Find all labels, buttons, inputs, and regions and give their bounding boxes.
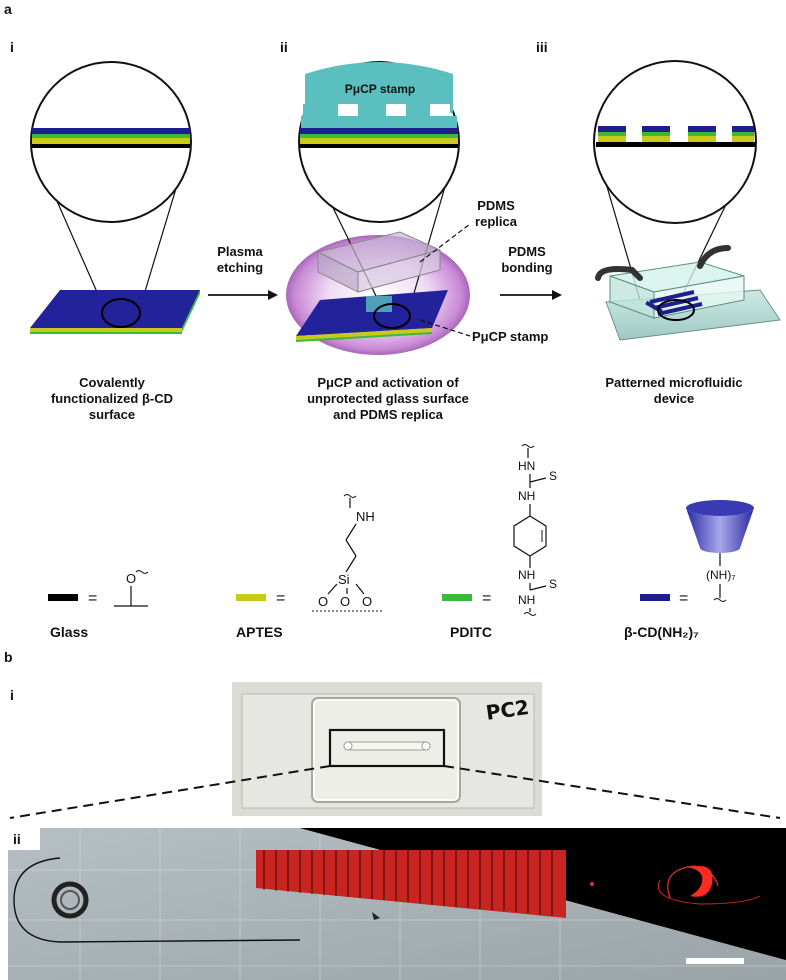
- pdms-replica-block: [316, 231, 442, 293]
- svg-text:PDMS: PDMS: [477, 198, 515, 213]
- svg-text:replica: replica: [475, 214, 518, 229]
- svg-text:O: O: [318, 594, 328, 609]
- legend-beta-cd: = (NH)₇ β-CD(NH₂)₇: [624, 500, 754, 640]
- plasma-etching-arrow: Plasma etching: [208, 244, 278, 300]
- svg-text:=: =: [276, 590, 285, 607]
- svg-text:NH: NH: [518, 593, 535, 607]
- svg-text:Plasma: Plasma: [217, 244, 263, 259]
- svg-text:=: =: [88, 590, 97, 607]
- panel-b-i-label: i: [10, 687, 14, 703]
- svg-text:surface: surface: [89, 407, 135, 422]
- caption-step-iii: Patterned microfluidic device: [605, 375, 742, 406]
- legend-glass: = O Glass: [48, 570, 149, 640]
- magnifier-i: [30, 61, 192, 309]
- svg-text:NH: NH: [518, 568, 535, 582]
- svg-text:(NH)₇: (NH)₇: [706, 568, 735, 582]
- functionalized-slide: [30, 290, 200, 334]
- svg-text:Covalently: Covalently: [79, 375, 146, 390]
- svg-text:PDMS: PDMS: [508, 244, 546, 259]
- svg-text:O: O: [340, 594, 350, 609]
- photo-marking: PC2: [484, 695, 530, 725]
- glass-slide-ii: [296, 290, 448, 342]
- svg-text:β-CD(NH₂)₇: β-CD(NH₂)₇: [624, 624, 699, 640]
- device-photo: PC2: [232, 682, 542, 816]
- svg-text:functionalized β-CD: functionalized β-CD: [51, 391, 173, 406]
- svg-text:PμCP and activation of: PμCP and activation of: [317, 375, 459, 390]
- svg-text:NH: NH: [356, 509, 375, 524]
- microfluidic-device: [595, 245, 781, 341]
- svg-text:bonding: bonding: [501, 260, 552, 275]
- cyclodextrin-cup-icon: [686, 500, 754, 553]
- svg-text:PμCP stamp: PμCP stamp: [345, 82, 415, 96]
- svg-text:Patterned microfluidic: Patterned microfluidic: [605, 375, 742, 390]
- panel-b-label: b: [4, 649, 13, 665]
- caption-step-i: Covalently functionalized β-CD surface: [51, 375, 173, 422]
- svg-text:unprotected glass surface: unprotected glass surface: [307, 391, 469, 406]
- svg-text:Glass: Glass: [50, 624, 88, 640]
- svg-text:=: =: [679, 590, 688, 607]
- svg-text:S: S: [549, 469, 557, 483]
- svg-text:NH: NH: [518, 489, 535, 503]
- scale-bar: [686, 958, 744, 964]
- magnifier-ii: PμCP stamp: [298, 61, 460, 301]
- panel-b-ii-label: ii: [13, 831, 21, 847]
- svg-text:and PDMS replica: and PDMS replica: [333, 407, 444, 422]
- legend-aptes: = NH Si O O O APTES: [236, 494, 382, 640]
- svg-text:O: O: [126, 571, 136, 586]
- step-i-label: i: [10, 39, 14, 55]
- svg-text:=: =: [482, 590, 491, 607]
- zoom-lines: [9, 765, 781, 819]
- svg-text:HN: HN: [518, 459, 535, 473]
- step-ii-label: ii: [280, 39, 288, 55]
- magnifier-iii: [593, 60, 757, 301]
- svg-text:etching: etching: [217, 260, 263, 275]
- fluorescent-channel: [256, 850, 566, 918]
- step-iii-label: iii: [536, 39, 548, 55]
- fluorescent-ring: [657, 865, 761, 905]
- svg-text:Si: Si: [338, 572, 350, 587]
- svg-text:device: device: [654, 391, 694, 406]
- callouts-ii: PDMS replica PμCP stamp: [419, 198, 548, 344]
- panel-a-label: a: [4, 1, 12, 17]
- svg-text:O: O: [362, 594, 372, 609]
- svg-text:APTES: APTES: [236, 624, 283, 640]
- svg-text:S: S: [549, 577, 557, 591]
- microscope-image: ii: [8, 828, 786, 980]
- legend-pditc: = HN S NH NH S NH PDITC: [442, 444, 557, 640]
- pdms-bonding-arrow: PDMS bonding: [500, 244, 562, 300]
- caption-step-ii: PμCP and activation of unprotected glass…: [307, 375, 469, 422]
- svg-text:PDITC: PDITC: [450, 624, 492, 640]
- svg-text:PμCP stamp: PμCP stamp: [472, 329, 548, 344]
